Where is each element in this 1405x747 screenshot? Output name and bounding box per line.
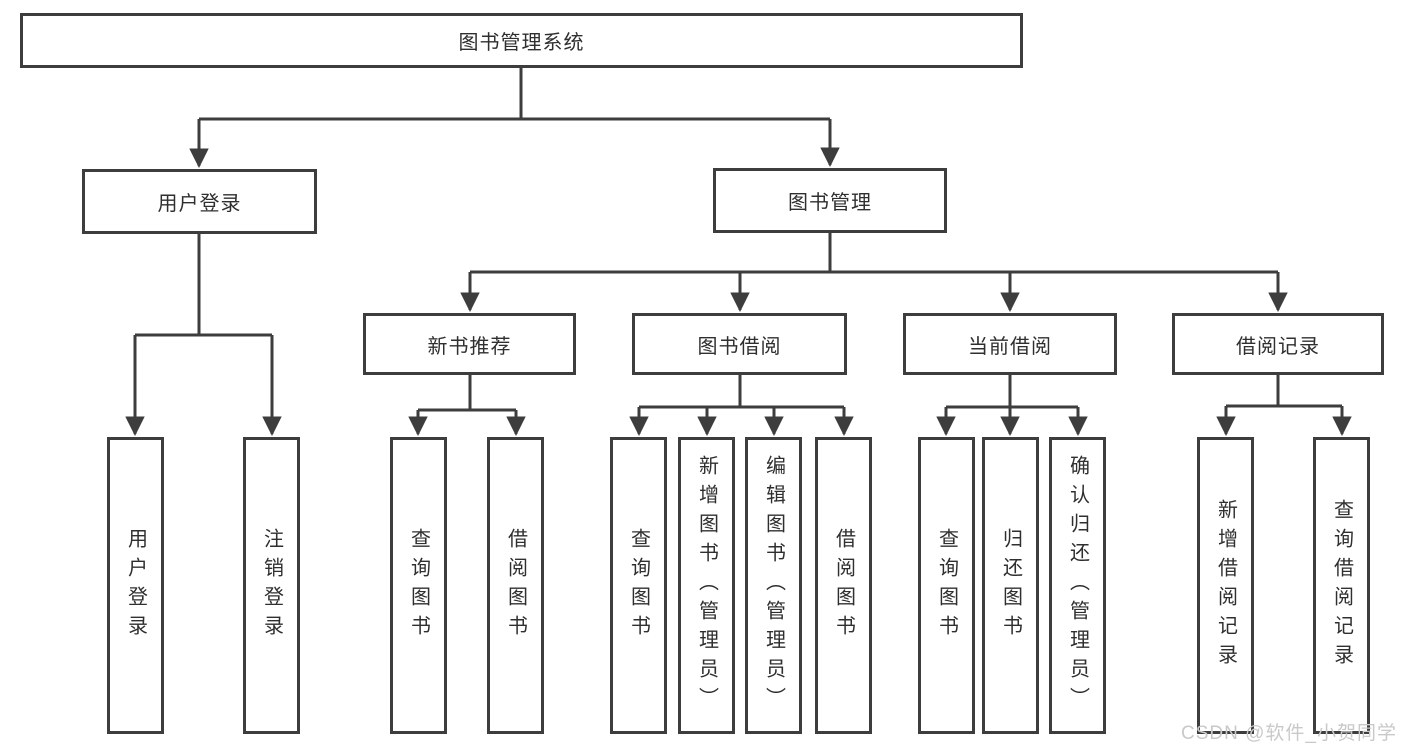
- connector-current-split: [946, 375, 1078, 409]
- leaf-borrow-query-book-label: 查询图书: [627, 527, 650, 644]
- leaf-edit-book-admin-label: 编辑图书（管理员）: [762, 455, 785, 716]
- leaf-borrow-book: 借阅图书: [815, 437, 872, 734]
- node-root: 图书管理系统: [20, 13, 1023, 68]
- node-user-login: 用户登录: [82, 169, 317, 234]
- leaf-recommend-borrow-book: 借阅图书: [487, 437, 544, 734]
- leaf-borrow-query-book: 查询图书: [610, 437, 667, 734]
- leaf-add-book-admin-label: 新增图书（管理员）: [695, 455, 718, 716]
- node-new-book-recommend-label: 新书推荐: [427, 335, 512, 358]
- leaf-user-login: 用户登录: [107, 437, 164, 734]
- node-book-borrowing-label: 图书借阅: [697, 335, 782, 358]
- leaf-return-book-label: 归还图书: [999, 527, 1022, 644]
- node-new-book-recommend: 新书推荐: [363, 313, 576, 375]
- node-current-borrowing: 当前借阅: [903, 313, 1117, 375]
- leaf-current-query-book-label: 查询图书: [935, 527, 958, 644]
- connector-records-split: [1226, 375, 1342, 408]
- leaf-recommend-borrow-book-label: 借阅图书: [504, 527, 527, 644]
- leaf-add-borrow-record: 新增借阅记录: [1197, 437, 1254, 734]
- node-borrowing-records: 借阅记录: [1172, 313, 1384, 375]
- leaf-query-borrow-record-label: 查询借阅记录: [1330, 498, 1353, 673]
- leaf-confirm-return-admin: 确认归还（管理员）: [1049, 437, 1106, 734]
- leaf-logout: 注销登录: [243, 437, 300, 734]
- node-book-management-label: 图书管理: [788, 192, 872, 214]
- node-root-label: 图书管理系统: [458, 32, 585, 54]
- node-user-login-label: 用户登录: [157, 193, 242, 215]
- leaf-borrow-book-label: 借阅图书: [832, 527, 855, 644]
- connector-borrow-split: [639, 375, 844, 409]
- leaf-recommend-query-book-label: 查询图书: [407, 527, 430, 644]
- csdn-watermark: CSDN @软件_小贺同学: [1181, 723, 1397, 744]
- leaf-return-book: 归还图书: [982, 437, 1039, 734]
- connector-bookmgmt-split: [470, 233, 1278, 274]
- leaf-recommend-query-book: 查询图书: [390, 437, 447, 734]
- connector-user-split: [135, 234, 272, 337]
- leaf-confirm-return-admin-label: 确认归还（管理员）: [1066, 455, 1089, 716]
- connector-root-split: [199, 68, 830, 121]
- connector-recommend-split: [418, 375, 516, 412]
- node-book-borrowing: 图书借阅: [632, 313, 847, 375]
- leaf-edit-book-admin: 编辑图书（管理员）: [745, 437, 802, 734]
- node-current-borrowing-label: 当前借阅: [968, 335, 1052, 358]
- leaf-current-query-book: 查询图书: [918, 437, 975, 734]
- node-book-management: 图书管理: [713, 168, 947, 233]
- node-borrowing-records-label: 借阅记录: [1236, 335, 1320, 358]
- leaf-add-book-admin: 新增图书（管理员）: [678, 437, 735, 734]
- leaf-logout-label: 注销登录: [260, 527, 283, 644]
- leaf-query-borrow-record: 查询借阅记录: [1313, 437, 1370, 734]
- leaf-user-login-label: 用户登录: [124, 527, 147, 644]
- leaf-add-borrow-record-label: 新增借阅记录: [1214, 498, 1237, 673]
